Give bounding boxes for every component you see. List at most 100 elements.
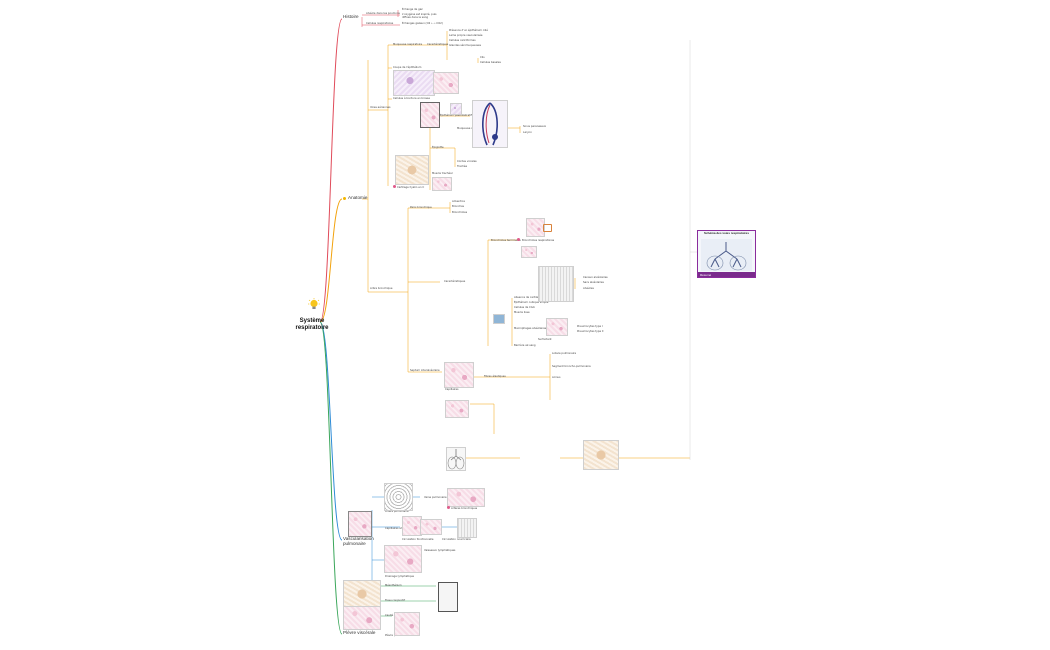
anatomie-item[interactable]: Lame propre vascularisée [449,34,483,37]
histology-image[interactable] [420,519,442,535]
anatomie-item[interactable]: Épithélium pseudostratifié [440,114,475,117]
anatomie-item[interactable]: Caractéristiques [427,43,449,46]
histology-image[interactable] [402,516,422,536]
anatomie-item[interactable]: Épiglotte [432,146,444,149]
histology-image[interactable] [546,318,568,336]
anatomie-item[interactable]: Coupe de l'épithélium [393,66,422,69]
branch-histoire[interactable]: Histoire [343,14,359,19]
anatomie-item[interactable]: Sinus paranasaux [523,125,547,128]
anatomie-item[interactable]: Surfactant [538,338,552,341]
anatomie-item[interactable]: Paroi bronchique [410,206,432,209]
histology-image[interactable] [343,606,381,630]
histoire-item[interactable]: Cellules respiratoires [366,22,394,25]
anatomie-item[interactable]: Cordes vocales [457,160,477,163]
anatomie-item[interactable]: Canaux alvéolaires [583,276,608,279]
anatomie-item[interactable]: Capillaires [445,388,459,391]
anatomie-item[interactable]: Cellules de Club [514,306,535,309]
anatomie-item[interactable]: Cils [480,56,485,59]
histology-image[interactable] [393,70,435,96]
vasc-item[interactable]: Artère pulmonaire [385,510,409,513]
histology-image[interactable] [420,102,440,128]
anatomie-item[interactable]: Bronchioles [452,211,468,214]
histology-image[interactable] [384,483,413,511]
histology-image[interactable] [343,580,381,608]
vasc-item[interactable]: Circulation nourricière [442,538,471,541]
anatomie-item[interactable]: Caractéristiques [444,280,466,283]
root-topic[interactable]: Système respiratoire [295,318,329,331]
histoire-item[interactable]: Alvéole dans les poumons [366,12,400,15]
histology-image[interactable] [384,545,422,573]
anatomie-item[interactable]: Septum interalvéolaire [410,369,440,372]
anatomy-diagram-image[interactable] [472,100,508,148]
anatomie-item[interactable]: Pneumocytes type II [577,330,604,333]
anatomie-item[interactable]: Voies aériennes [370,106,391,109]
anatomie-item[interactable]: Cellules basales [480,61,501,64]
anatomie-item[interactable]: Trachée [457,165,468,168]
histology-image[interactable] [433,72,459,94]
attachment-icon[interactable] [543,224,552,232]
anatomie-item[interactable]: Épithélium cubique simple [514,301,549,304]
anatomie-item[interactable]: Adventice [452,200,465,203]
bullet-icon [517,238,520,241]
vasc-item[interactable]: Veine pulmonaire [424,496,447,499]
anatomie-item[interactable]: Absence de cartilage [514,296,542,299]
histology-image[interactable] [538,266,574,302]
vasc-item[interactable]: Circulation fonctionnelle [402,538,434,541]
vasc-item[interactable]: Artères bronchiques [451,507,478,510]
anatomie-item[interactable]: Bronches [452,205,465,208]
anatomie-item[interactable]: Lobule pulmonaire [552,352,577,355]
histology-image[interactable] [450,103,462,115]
histoire-item[interactable]: L'oxygène est inspiré, puis diffusé dans… [402,13,437,19]
anatomie-item[interactable]: Sacs alvéolaires [583,281,604,284]
histology-image[interactable] [521,246,537,258]
anatomie-item[interactable]: Pneumocytes type I [577,325,603,328]
anatomie-item[interactable]: Glandes séromuqueuses [449,44,481,47]
histology-image[interactable] [447,488,485,507]
vasc-item[interactable]: Drainage lymphatique [385,575,414,578]
branch-plevre[interactable]: Plèvre viscérale [343,630,376,635]
summary-callout[interactable]: Schéma des voies respiratoires Résumé [697,230,756,278]
anatomie-item[interactable]: Arbre bronchique [370,287,393,290]
anatomie-item[interactable]: Macrophages alvéolaires [514,327,547,330]
histology-image[interactable] [526,218,545,237]
histology-image[interactable] [348,511,372,537]
histology-image[interactable] [445,400,469,418]
lightbulb-icon [308,298,320,312]
anatomie-item[interactable]: Alvéoles [583,287,594,290]
anatomie-item[interactable]: Muscle trachéal [432,172,453,175]
bullet-icon [447,506,450,509]
histology-image[interactable] [395,155,429,185]
branch-anatomie[interactable]: Anatomie [348,195,368,200]
anatomie-item[interactable]: Présence d'un épithélium cilié [449,29,488,32]
anatomie-item[interactable]: Muqueuse olfactive [457,127,483,130]
anatomie-item[interactable]: Fibres élastiques [484,375,506,378]
branch-vascularisation[interactable]: Vascularisation pulmonaire [343,536,374,546]
anatomie-item[interactable]: Acinus [552,376,561,379]
anatomie-item[interactable]: Barrière air-sang [514,344,536,347]
anatomie-item[interactable]: Muscle lisse [514,311,530,314]
vasc-item[interactable]: Capillaires alvéolaires [385,527,414,530]
histology-image[interactable] [493,314,505,324]
histology-image[interactable] [583,440,619,470]
plevre-item[interactable]: Tissu conjonctif [385,599,406,602]
vasc-item[interactable]: Vaisseaux lymphatiques [424,549,456,552]
diagram-image[interactable] [438,582,458,612]
anatomie-item[interactable]: Bronchioles terminales [491,239,521,242]
histology-image[interactable] [444,362,474,388]
histoire-item[interactable]: Échanges gazeux (O2 ←→ CO2) [402,22,443,25]
histoire-item[interactable]: Échange de gaz [402,8,423,11]
anatomie-item[interactable]: Muqueuse respiratoire [393,43,423,46]
anatomie-item[interactable]: Cellules caliciformes [449,39,476,42]
histology-image[interactable] [432,177,452,191]
anatomie-item[interactable]: Larynx [523,131,532,134]
lung-diagram-image[interactable] [446,447,466,471]
anatomie-item[interactable]: Cellules à bordure en brosse [393,97,430,100]
anatomie-item[interactable]: Segment broncho-pulmonaire [552,365,591,368]
plevre-item[interactable]: Mésothélium [385,584,402,587]
anatomie-item[interactable]: Cartilage hyalin en C [397,186,425,189]
histology-image[interactable] [457,518,477,538]
anatomie-item[interactable]: Bronchioles respiratoires [522,239,555,242]
histology-image[interactable] [394,612,420,636]
